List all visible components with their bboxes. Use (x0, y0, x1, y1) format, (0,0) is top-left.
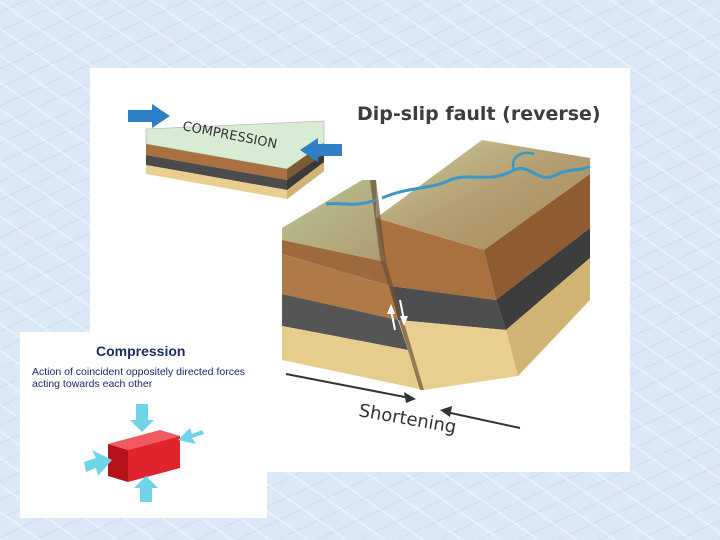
fault-diagram-svg: Dip-slip fault (reverse) COMPRESSION (128, 103, 601, 438)
hanging-wall-sand-layer (398, 320, 518, 390)
shortening-arrow-left (285, 373, 416, 403)
hanging-wall-surface (376, 140, 590, 250)
compression-block-layer-soil (146, 144, 287, 180)
hanging-wall-soil-layer (376, 218, 496, 300)
inset-red-block (108, 430, 180, 482)
shortening-label: Shortening (357, 400, 458, 438)
inset-arrow-bottom (134, 476, 158, 502)
fault-slip-arrows (387, 299, 408, 331)
compression-block: COMPRESSION (145, 119, 325, 199)
footwall-sand-layer (282, 326, 424, 390)
shortening-arrow-right (440, 406, 521, 429)
figure-title: Dip-slip fault (reverse) (357, 103, 601, 125)
inset-title: Compression (96, 343, 186, 359)
fault-figure: Dip-slip fault (reverse) COMPRESSION (90, 68, 630, 472)
compression-inset: Compression Action of coincident opposit… (20, 332, 267, 518)
compression-block-layer-rock (146, 155, 287, 190)
hanging-wall-rock-layer (390, 286, 506, 330)
inset-description: Action of coincident oppositely directed… (32, 366, 246, 390)
footwall-rock-layer (282, 294, 408, 350)
compression-arrow-left (128, 104, 170, 128)
footwall-surface (282, 180, 386, 262)
river-footwall (325, 198, 377, 206)
footwall-block (282, 180, 424, 390)
river-hanging-wall (381, 164, 591, 200)
inset-arrow-top (130, 404, 154, 432)
compression-block-layer-sand (146, 165, 287, 199)
footwall-soil-layer (282, 254, 398, 320)
inset-arrow-right (178, 428, 204, 444)
inset-arrow-left (84, 450, 112, 476)
compression-arrow-right (300, 138, 342, 162)
inset-diagram-svg (84, 404, 204, 502)
hanging-wall-block (370, 140, 590, 390)
